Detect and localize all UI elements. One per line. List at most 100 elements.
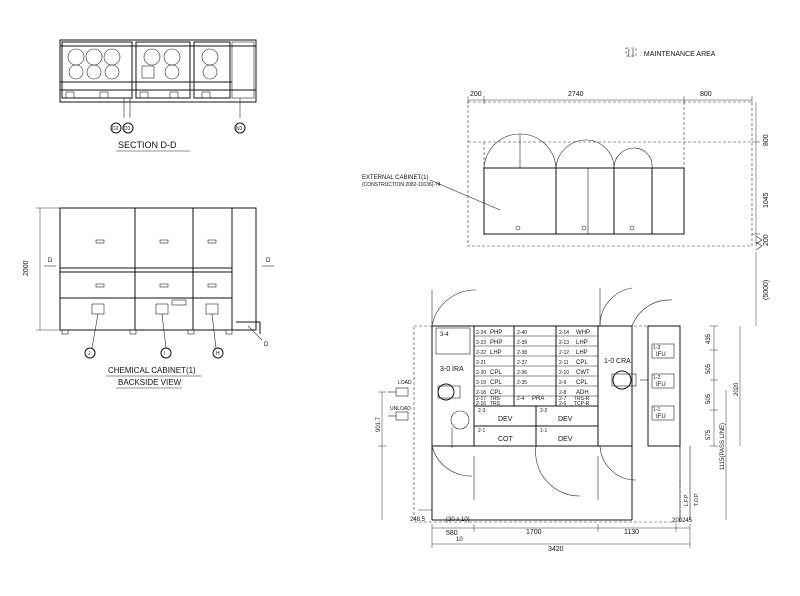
ifu-label: IFU: [656, 382, 666, 388]
dim-bottom-1700: 1700: [526, 529, 542, 536]
ext-dim-gap: (5000): [763, 280, 770, 300]
dev-code: 1-1: [540, 428, 547, 434]
tag-top: T.O.P.: [694, 493, 700, 506]
dev-name: DEV: [498, 416, 513, 423]
cell-code: 2-8: [559, 390, 566, 396]
layout-dimensions-bottom: (30 x 10) 580 1700 1130 200 245 10 3420 …: [431, 493, 700, 553]
cell-code: 2-6: [559, 401, 566, 407]
cell-code: 2-10: [559, 370, 569, 376]
unload-label: UNLOAD: [390, 406, 411, 412]
cell-name: PHP: [490, 330, 502, 336]
dev-name: DEV: [558, 416, 573, 423]
cell-code: 2-21: [476, 360, 486, 366]
cell-name: LHP: [576, 350, 588, 356]
dim-bottom-200: 200: [672, 518, 683, 524]
cell-code: 2-36: [517, 370, 527, 376]
bubble-n1: N1: [236, 126, 243, 132]
ifu-labels: 1-3 IFU 1-2 IFU 1-1 IFU: [653, 345, 666, 420]
ira-label: 3-0 IRA: [440, 366, 464, 373]
ifu-code: 1-1: [653, 407, 660, 413]
cells-right: 2-14 WHP 2-13 LHP 2-12 LHP 2-11 CPL 2-10…: [559, 330, 590, 407]
bubble-d1: D1: [124, 126, 131, 132]
dev-code: 2-2: [540, 408, 547, 414]
cell-code: 2-17: [476, 396, 486, 402]
ext-dim-top-right: 800: [700, 91, 712, 98]
ifu-code: 1-3: [653, 345, 660, 351]
cell-code: 2-40: [517, 330, 527, 336]
dev-cells: 2-3 DEV 2-2 DEV 2-1 COT 1-1 DEV: [478, 408, 573, 443]
bubble-h: H: [216, 351, 220, 357]
dim-bottom-total: 3420: [548, 546, 564, 553]
dim-left-248: 248.5: [410, 517, 426, 523]
bubble-i: I: [164, 351, 165, 357]
cell-code: 2-37: [517, 360, 527, 366]
legend: [ ] : MAINTENANCE AREA: [625, 47, 716, 58]
dim-right-2020: 2020: [734, 382, 740, 396]
dev-code: 2-1: [478, 428, 485, 434]
cell-name: CPL: [490, 380, 502, 386]
cell-code: 2-12: [559, 350, 569, 356]
cell-code: 2-35: [517, 380, 527, 386]
dev-name: DEV: [558, 436, 573, 443]
cell-code: 2-13: [559, 340, 569, 346]
backside-height-dimension: 2000: [23, 207, 60, 331]
legend-bracket: [ ]: [628, 50, 634, 57]
section-dd-bubbles: D2 D1 N1: [110, 122, 246, 134]
dim-left-901: 901.7: [376, 416, 382, 432]
backside-section-marks: D D: [44, 258, 274, 267]
external-cabinet-label: EXTERNAL CABINET(1): [362, 175, 428, 181]
ext-dim-right-bottom: 200: [763, 234, 770, 246]
cell-name: WHP: [576, 330, 590, 336]
dev-code: 2-3: [478, 408, 485, 414]
cell-code: 2-20: [476, 370, 486, 376]
cell-code: 2-14: [559, 330, 569, 336]
dim-right-435: 435: [706, 333, 712, 344]
cell-name: TRS-R: [574, 396, 590, 402]
tag-lfp: L.F.P.: [684, 494, 690, 506]
ifu-code: 1-2: [653, 375, 660, 381]
cra-label: 1-0 CRA: [604, 358, 631, 365]
dim-bottom-245: 245: [682, 518, 693, 524]
dim-right-505a: 505: [706, 363, 712, 374]
dim-right-575: 575: [706, 429, 712, 440]
cell-name: CPL: [490, 370, 502, 376]
section-dd-drawing: [59, 39, 257, 118]
cell-code: 2-4: [517, 396, 524, 402]
unit-top-left-code: 3-4: [440, 332, 449, 338]
dim-bottom-580: 580: [446, 530, 458, 537]
dim-right-505b: 505: [706, 393, 712, 404]
external-cabinet-dimensions: 200 2740 800 800 1045 200 (5000): [467, 91, 770, 326]
cell-code: 2-38: [517, 350, 527, 356]
cell-name: CPL: [490, 390, 502, 396]
external-cabinet-sublabel: (CONSTRUCTION 2082-11636)-74: [362, 182, 441, 188]
cell-code: 2-11: [559, 360, 569, 366]
ext-dim-right-mid: 1045: [763, 192, 770, 208]
ext-dim-top-mid: 2740: [568, 91, 584, 98]
bubble-j: J: [88, 351, 91, 357]
cell-name: ADH: [576, 390, 589, 396]
cell-code: 2-16: [476, 401, 486, 407]
backside-dim-height: 2000: [23, 260, 30, 276]
backside-title-line1: CHEMICAL CABINET(1): [108, 366, 196, 375]
cells-left: 2-24 PHP 2-23 PHP 2-22 LHP 2-21 2-20 CPL…: [476, 330, 502, 407]
cell-name: PHP: [490, 340, 502, 346]
legend-label: : MAINTENANCE AREA: [640, 51, 716, 58]
backside-title-line2: BACKSIDE VIEW: [118, 378, 182, 387]
cell-name: TRS: [490, 396, 501, 402]
cell-name: CPL: [576, 360, 588, 366]
main-layout-drawing: [388, 287, 691, 523]
bubble-d2: D2: [112, 126, 119, 132]
cell-code: 2-22: [476, 350, 486, 356]
dim-bottom-30x10: (30 x 10): [446, 517, 470, 523]
dim-bottom-10: 10: [456, 537, 463, 543]
layout-dimensions-left: 901.7 248.5: [376, 391, 432, 523]
section-dd-title: SECTION D-D: [118, 140, 177, 150]
layout-dimensions-right: 435 505 505 2020 575 1115(PASS LINE): [706, 325, 741, 520]
cell-code: 2-9: [559, 380, 566, 386]
cell-name: LHP: [490, 350, 502, 356]
external-cabinet-drawing: [429, 101, 763, 251]
dim-right-pass-line: 1115(PASS LINE): [720, 423, 726, 470]
cell-code: 2-24: [476, 330, 486, 336]
cell-name: LHP: [576, 340, 588, 346]
